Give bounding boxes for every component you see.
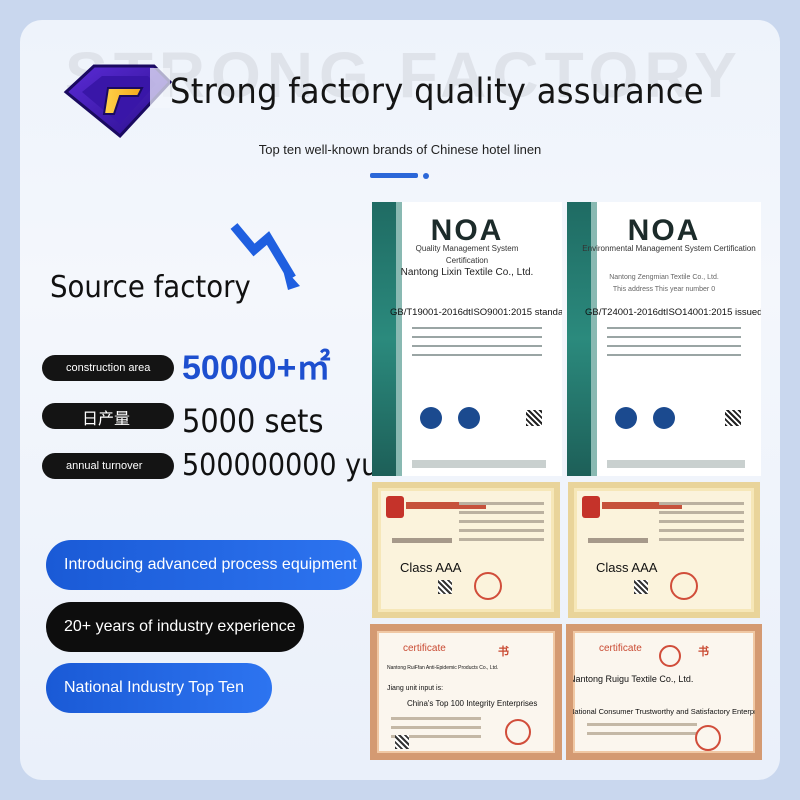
cert-heading: Environmental Management System Certific… xyxy=(582,244,756,253)
cert-heading: Quality Management System xyxy=(415,244,519,253)
feature-industry-experience: 20+ years of industry experience xyxy=(46,602,304,652)
qr-code-icon xyxy=(634,580,648,594)
feature-top-ten: National Industry Top Ten xyxy=(46,663,272,713)
stamp-icon xyxy=(474,572,502,600)
cert-award: National Consumer Trustworthy and Satisf… xyxy=(569,707,762,716)
promo-card: STRONG FACTORY Strong factory quality as… xyxy=(20,20,780,780)
ias-badge-icon xyxy=(458,407,480,429)
seal-icon xyxy=(582,496,600,518)
noa-logo: NOA xyxy=(627,214,701,247)
iaf-badge-icon xyxy=(615,407,637,429)
daily-output-label: 日产量 xyxy=(42,403,174,429)
certificate-aaa-credit: Class AAA xyxy=(372,482,560,618)
cert-standard: GB/T24001-2016dtISO14001:2015 issued xyxy=(585,307,761,318)
cert-title: certificate xyxy=(403,643,446,654)
watermark-text: STRONG FACTORY xyxy=(65,39,743,111)
qr-code-icon xyxy=(725,410,741,426)
qr-code-icon xyxy=(438,580,452,594)
cert-mark: 书 xyxy=(498,646,509,658)
annual-turnover-label: annual turnover xyxy=(42,453,174,479)
cert-company: Nantong Zengmian Textile Co., Ltd. xyxy=(609,274,719,281)
certificate-aaa-service: Class AAA xyxy=(568,482,760,618)
certificate-environmental-management: NOA Environmental Management System Cert… xyxy=(567,202,761,476)
construction-area-value: 50000+㎡ xyxy=(182,349,331,387)
feature-advanced-equipment: Introducing advanced process equipment xyxy=(46,540,362,590)
certificate-quality-management: NOA Quality Management System Certificat… xyxy=(372,202,562,476)
qr-code-icon xyxy=(526,410,542,426)
certificate-consumer-trustworthy: certificate 书 Nantong Ruigu Textile Co.,… xyxy=(566,624,762,760)
cert-class: Class AAA xyxy=(596,560,658,575)
cert-company: Nantong RuiFfan Anti-Epidemic Products C… xyxy=(387,665,499,671)
ias-badge-icon xyxy=(653,407,675,429)
noa-logo: NOA xyxy=(430,214,504,247)
qr-code-icon xyxy=(395,735,409,749)
cert-input: Jiang unit input is: xyxy=(387,685,444,692)
daily-output-value: 5000 sets xyxy=(182,402,324,440)
seal-icon xyxy=(386,496,404,518)
page-title: Strong factory quality assurance xyxy=(170,72,704,112)
cert-title: certificate xyxy=(599,643,642,654)
stamp-icon xyxy=(670,572,698,600)
lightning-icon xyxy=(230,223,300,290)
subtitle-dot xyxy=(423,173,429,179)
construction-area-label: construction area xyxy=(42,355,174,381)
page-subtitle: Top ten well-known brands of Chinese hot… xyxy=(258,142,542,157)
cert-subheading: Certification xyxy=(445,256,489,265)
source-factory-title: Source factory xyxy=(50,270,251,305)
seal-icon xyxy=(695,725,721,751)
iaf-badge-icon xyxy=(420,407,442,429)
certificate-integrity-enterprise: certificate 书 Nantong RuiFfan Anti-Epide… xyxy=(370,624,562,760)
cert-subheading: This address This year number 0 xyxy=(612,286,716,293)
cert-company: Nantong Lixin Textile Co., Ltd. xyxy=(400,267,534,278)
brand-shield-icon xyxy=(63,64,173,139)
cert-company: Nantong Ruigu Textile Co., Ltd. xyxy=(569,674,694,684)
cert-mark: 书 xyxy=(698,646,709,658)
subtitle-underline xyxy=(370,173,418,178)
cert-award: China's Top 100 Integrity Enterprises xyxy=(407,699,538,708)
cert-class: Class AAA xyxy=(400,560,462,575)
emblem-icon xyxy=(659,645,681,667)
seal-icon xyxy=(505,719,531,745)
cert-standard: GB/T19001-2016dtISO9001:2015 standard xyxy=(390,307,562,318)
